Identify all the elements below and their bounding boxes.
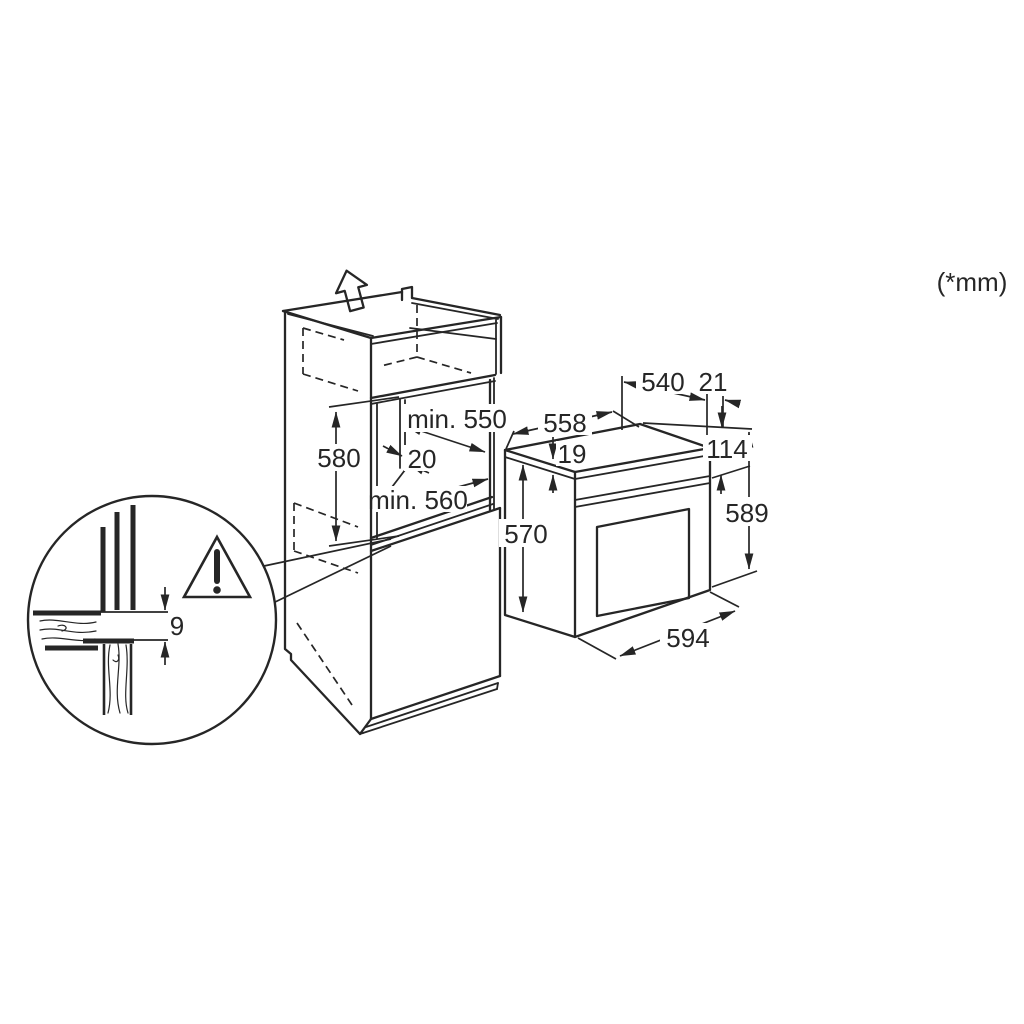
callout-leader-top: [263, 538, 392, 567]
label-background: [636, 367, 690, 394]
wood-grain-vertical: [107, 643, 129, 714]
detail-callout: [26, 494, 392, 746]
dim-oven-overall-height: 589: [725, 498, 768, 528]
wood-grain-horizontal: [39, 619, 97, 642]
dim-niche-depth: min. 550: [407, 404, 507, 434]
dim-oven-top-depth: 540: [641, 367, 684, 397]
dim-bottom-gap: 9: [170, 611, 184, 641]
dim-oven-body-height: 570: [504, 519, 547, 549]
label-background: [720, 497, 774, 526]
dim-top-lip: 19: [558, 439, 587, 469]
label-background: [402, 404, 512, 432]
label-background: [538, 408, 592, 435]
up-arrow-icon: [334, 269, 369, 313]
units-note: (*mm): [937, 267, 1008, 297]
label-background: [499, 519, 553, 547]
label-background: [404, 445, 440, 471]
dim-oven-rear-width: 558: [543, 408, 586, 438]
label-background: [703, 435, 752, 461]
dim-rear-gap: 20: [408, 444, 437, 474]
warning-triangle-icon: [181, 534, 253, 599]
label-background: [660, 623, 716, 650]
dim-oven-overall-width: 594: [666, 623, 709, 653]
dim-niche-height: 580: [317, 443, 360, 473]
label-background: [696, 367, 730, 394]
label-background: [373, 486, 467, 512]
dim-control-panel-height: 114: [706, 434, 747, 464]
panel-joint-section: [33, 505, 170, 715]
dim-front-clearance: 21: [699, 367, 728, 397]
detail-circle: [26, 494, 278, 746]
oven-door-window: [595, 507, 691, 618]
callout-leader-bottom: [270, 545, 392, 605]
label-background: [312, 444, 366, 471]
dimension-labels: 580 min. 550 20 min. 560 558 540 21 19 1…: [170, 267, 1008, 653]
dim-niche-width: min. 560: [368, 485, 468, 515]
label-background: [556, 441, 588, 466]
